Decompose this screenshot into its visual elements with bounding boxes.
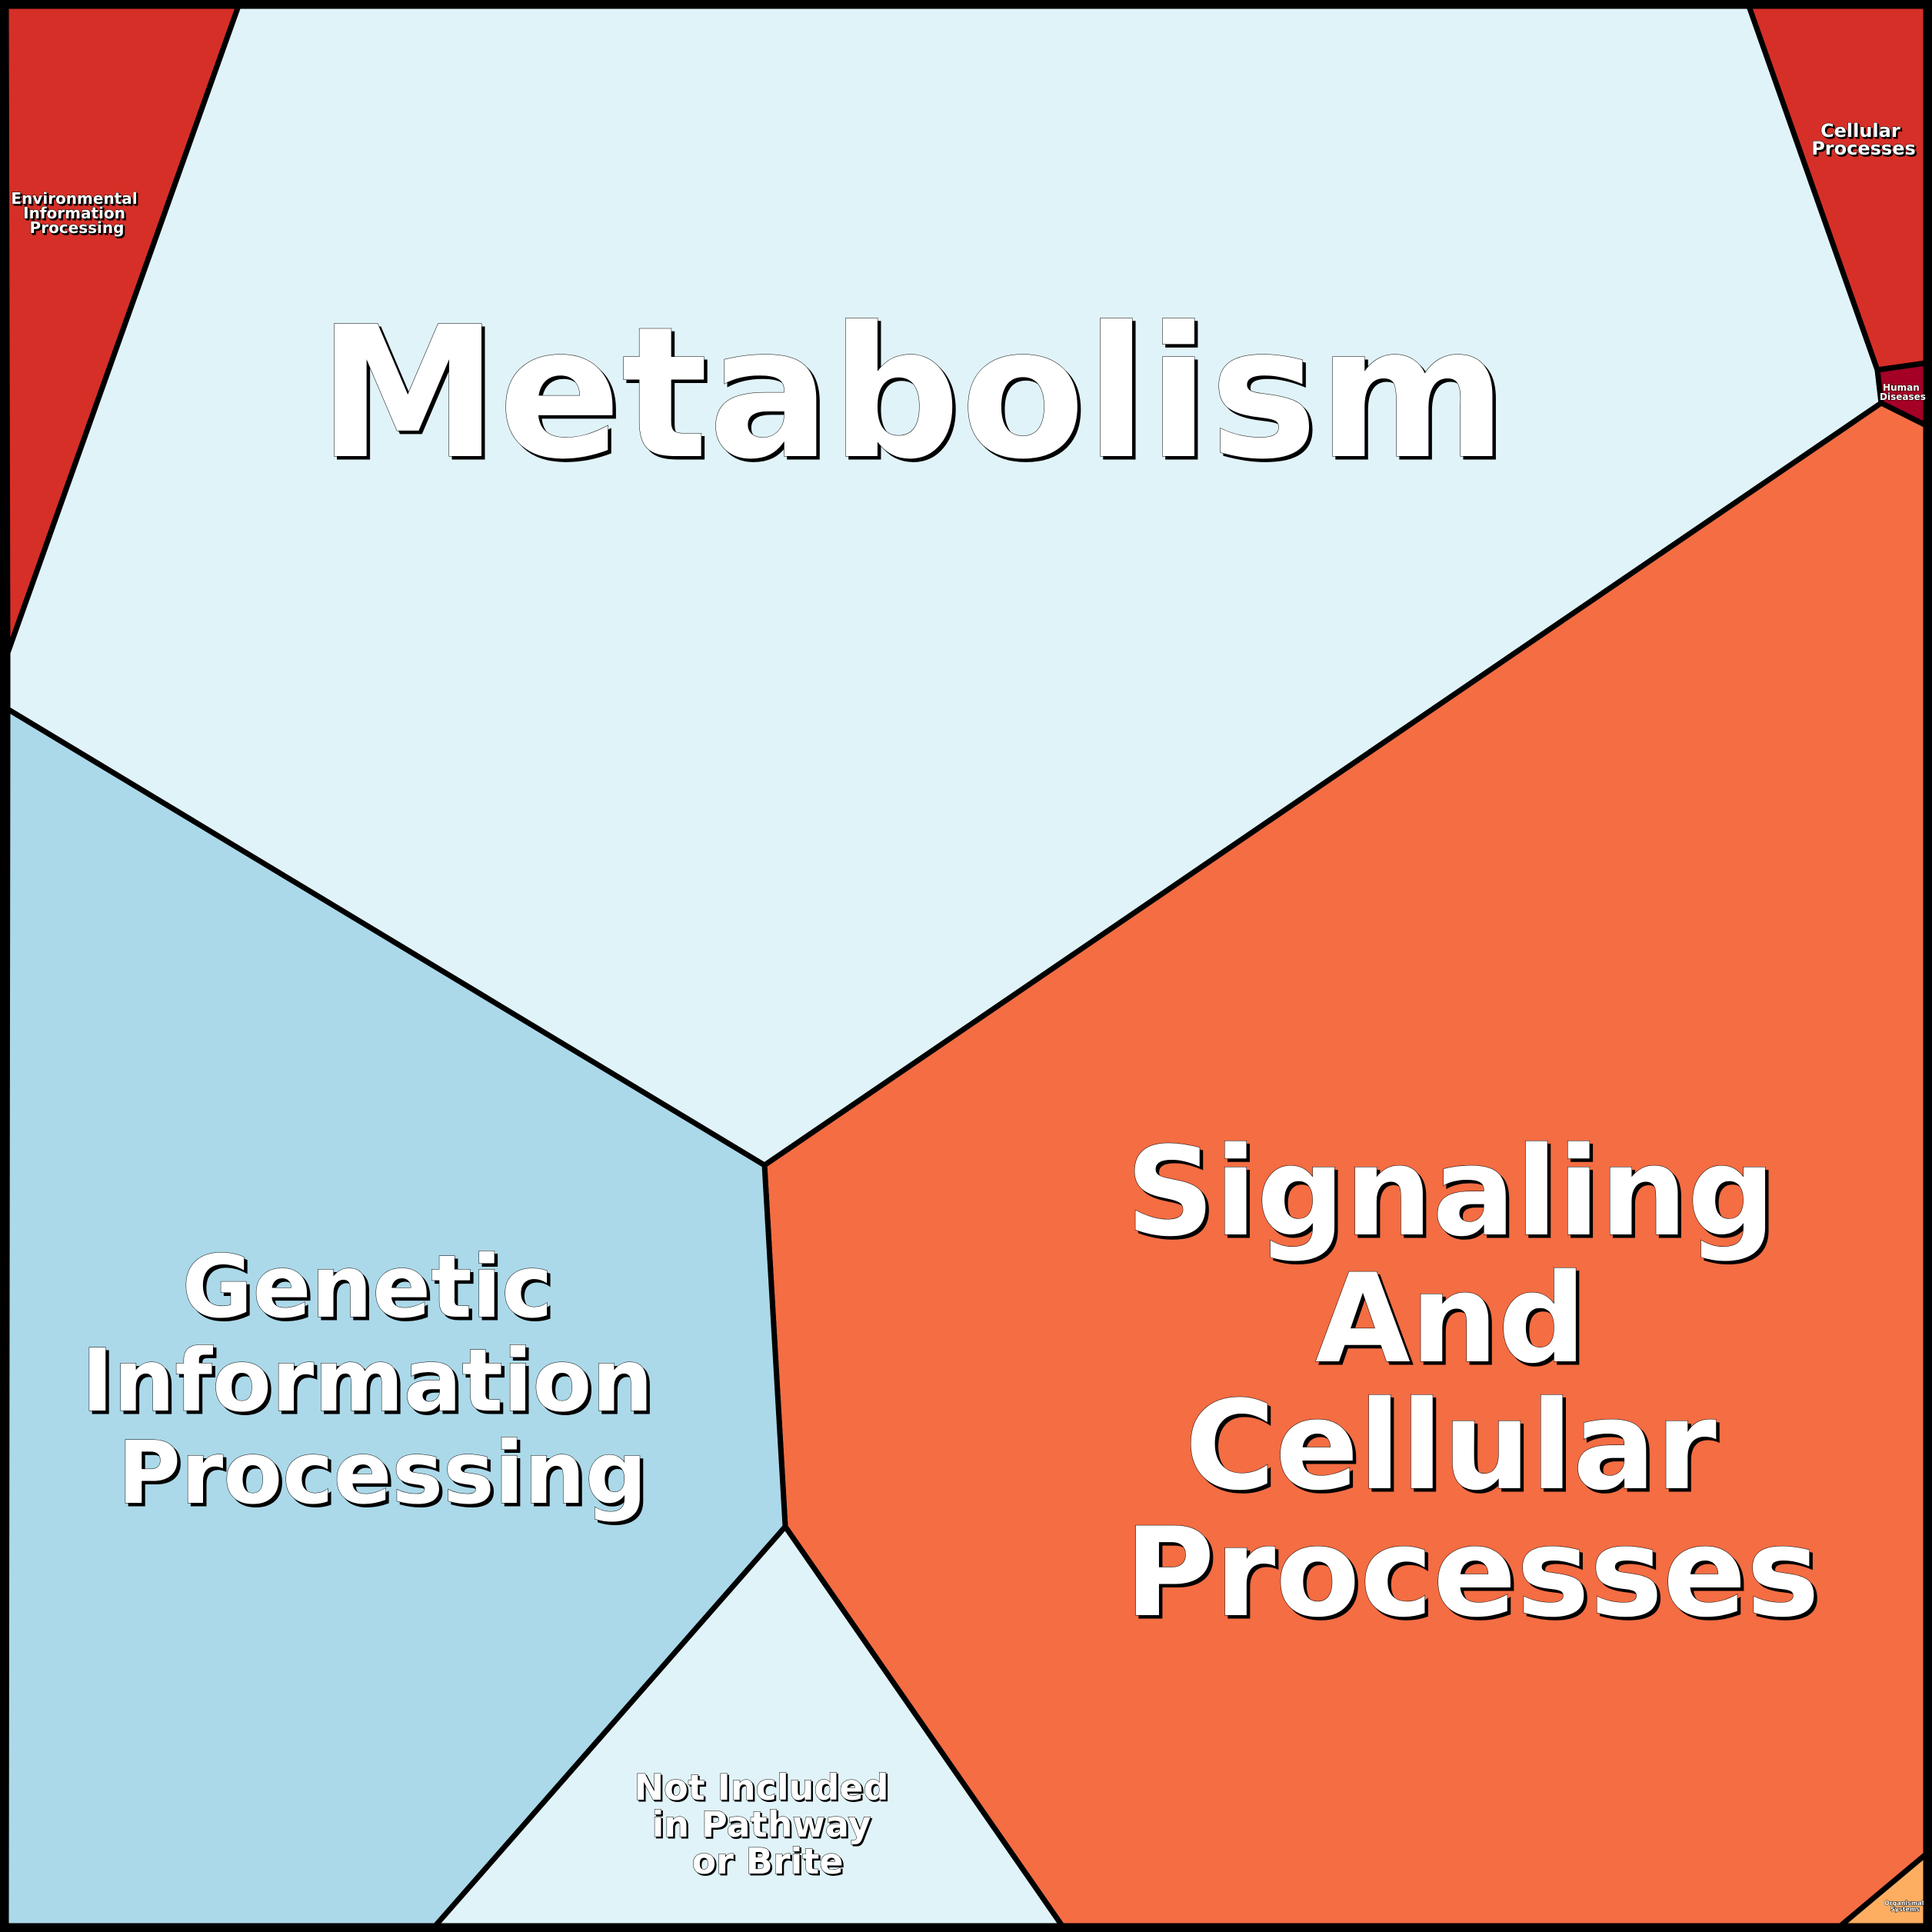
label-genetic-information-processing: Genetic Information Processing (82, 1237, 683, 1524)
label-cellular-processes: Cellular Processes (1811, 120, 1916, 159)
label-environmental: Environmental Information Processing (11, 189, 142, 237)
label-metabolism: Metabolism (318, 288, 1507, 499)
label-not-included: Not Included in Pathway or Brite (635, 1767, 901, 1882)
label-human-diseases: Human Diseases (1880, 382, 1926, 402)
label-signaling-and-cellular-processes: Signaling And Cellular Processes (1124, 1120, 1820, 1644)
label-organismal-systems: Organismal Systems (1884, 1900, 1926, 1913)
